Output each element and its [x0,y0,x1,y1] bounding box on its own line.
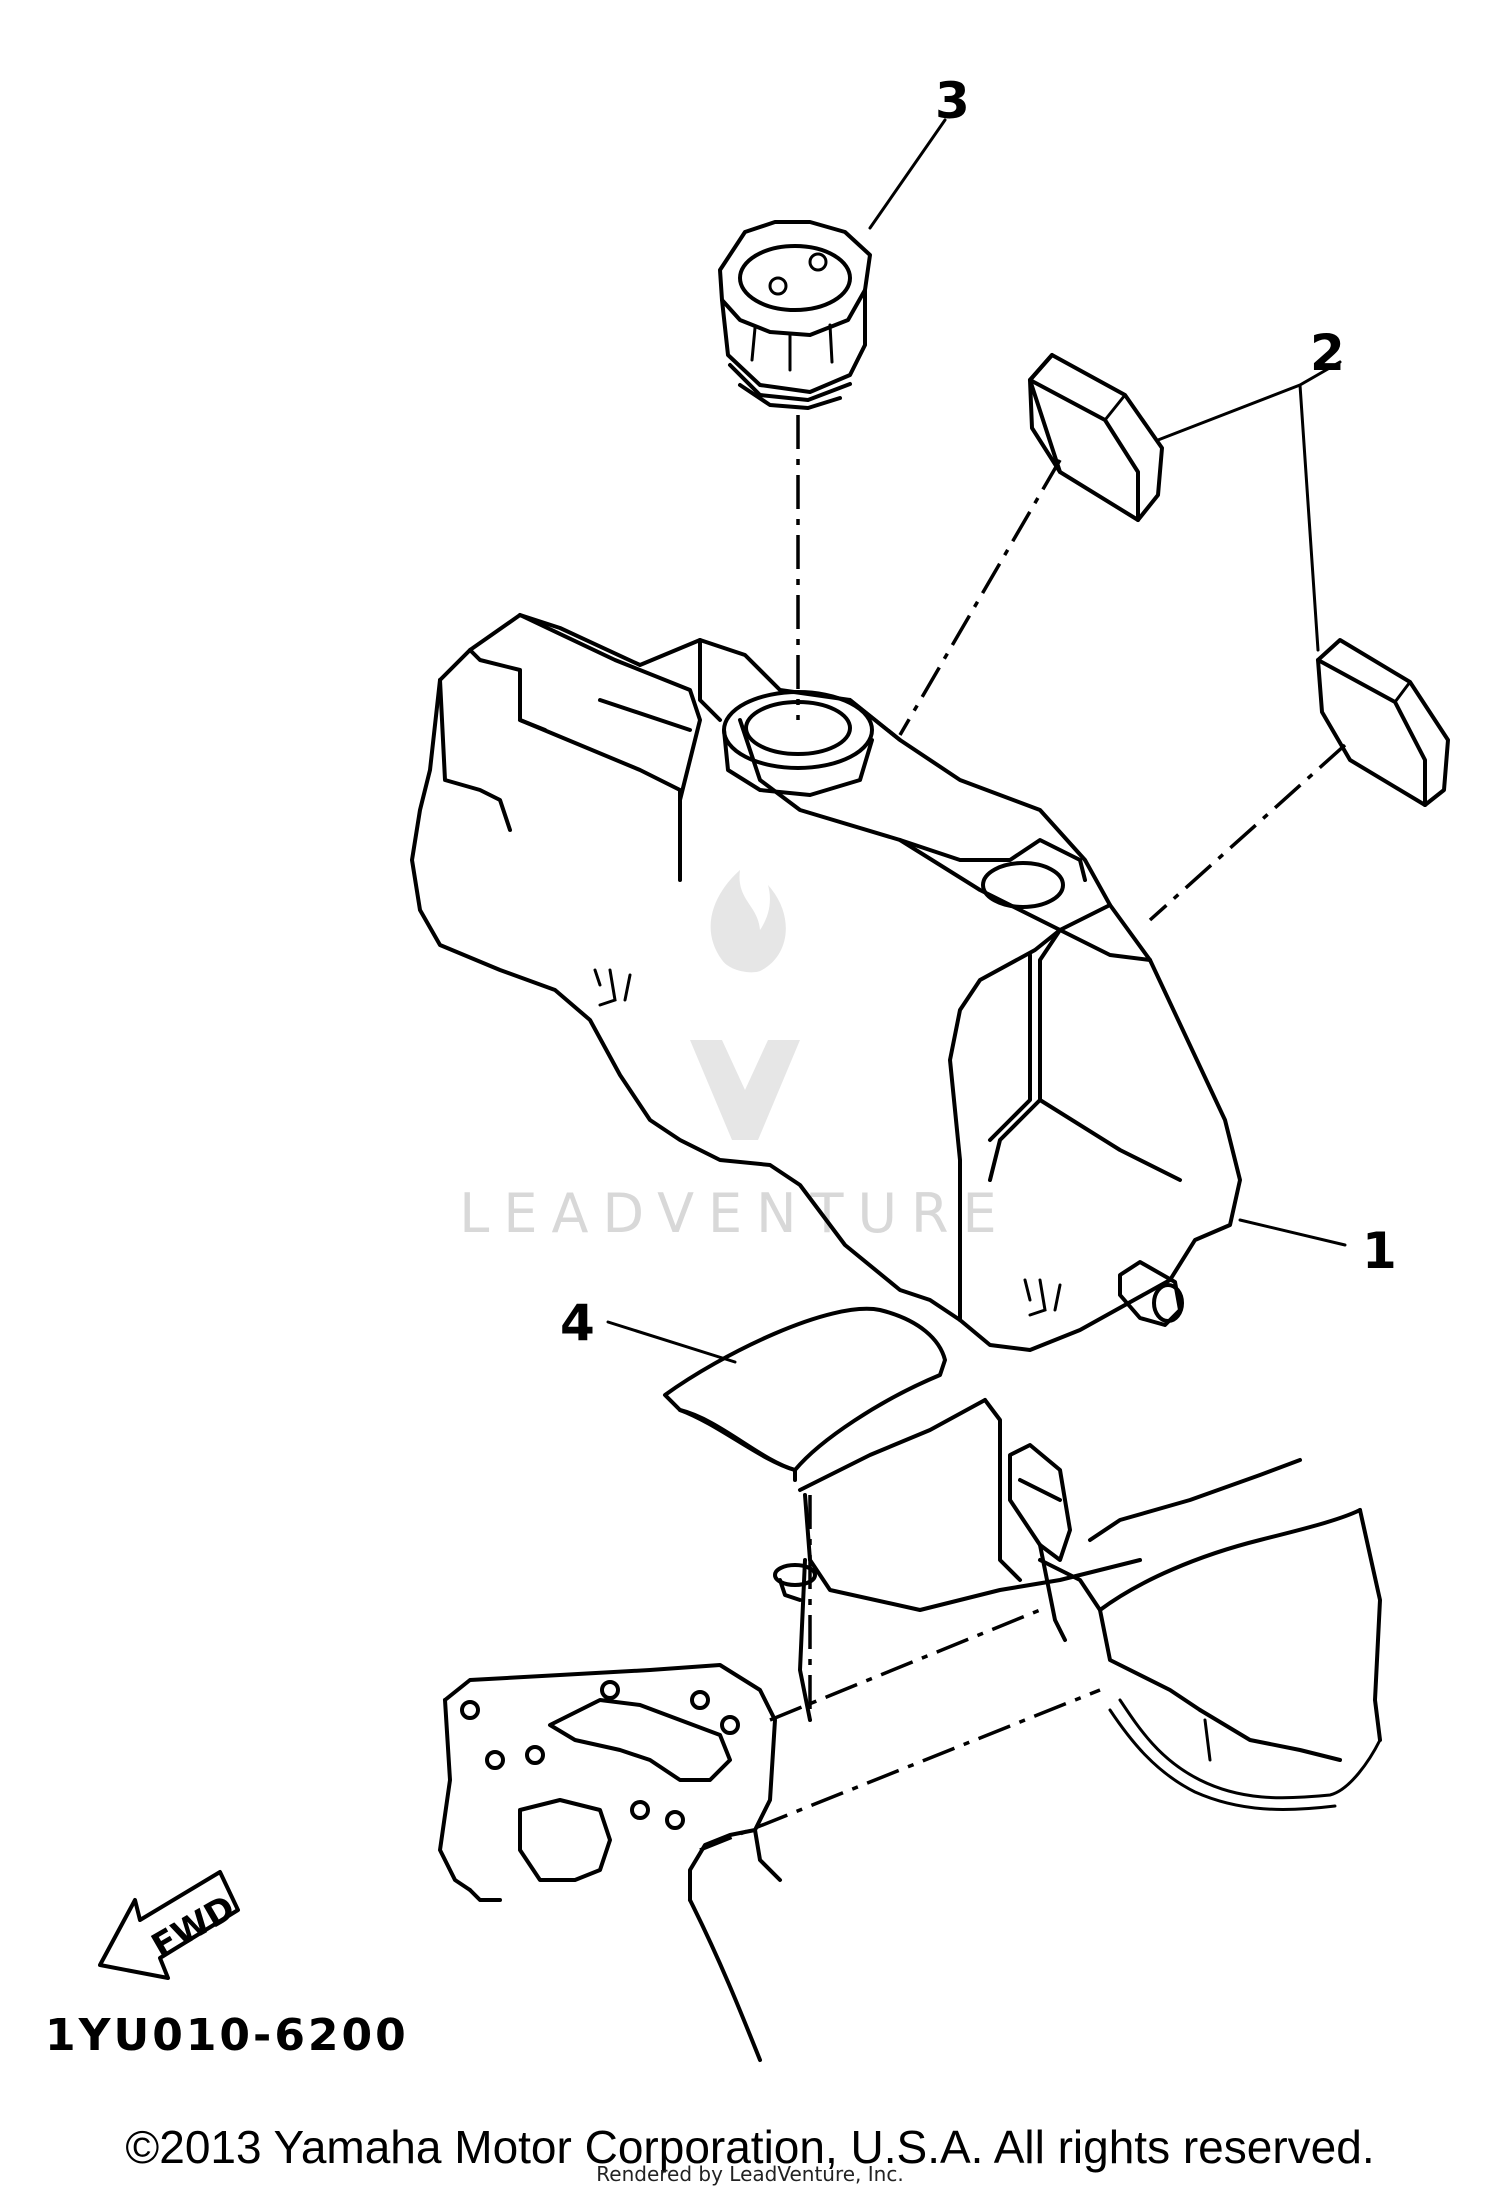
tank-pad [663,1306,947,1482]
rendered-by-notice: Rendered by LeadVenture, Inc. [596,2162,904,2186]
copyright-notice: ©2013 Yamaha Motor Corporation, U.S.A. A… [125,2121,1375,2173]
damper-upper-guide [898,459,1062,736]
fuel-tank [410,613,1242,1352]
watermark-text: LEADVENTURE [459,1182,1010,1245]
leadventure-watermark: LEADVENTURE [459,870,1010,1245]
damper-upper [1028,353,1164,522]
callout-3: 3 [935,72,970,130]
frame [438,1398,1382,2062]
leader-part-3 [868,118,947,230]
leader-part-4 [606,1320,737,1364]
callout-1: 1 [1362,1222,1397,1280]
leader-part-1 [1238,1218,1347,1247]
fwd-label: FWD [145,1888,242,1967]
damper-lower [1316,638,1450,807]
fuel-cap [718,220,872,410]
fwd-arrow-icon: FWD [98,1870,242,1980]
damper-lower-guide [1148,743,1347,922]
diagram-code: 1YU010-6200 [45,2010,409,2061]
callout-4: 4 [560,1294,595,1352]
callout-2: 2 [1310,324,1345,382]
leader-part-2 [1156,360,1342,652]
